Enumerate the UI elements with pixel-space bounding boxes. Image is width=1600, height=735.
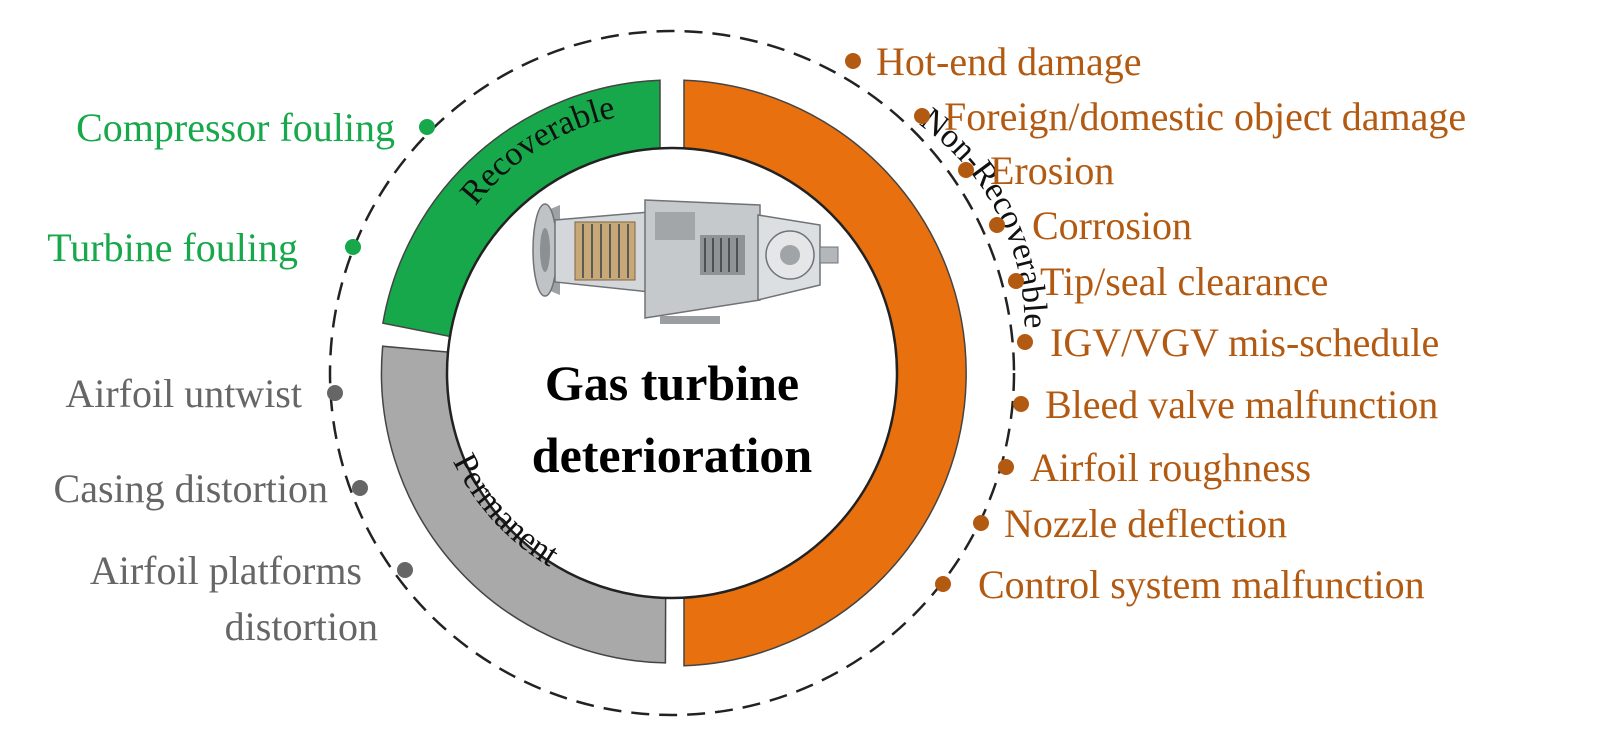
center-title-line1: Gas turbine [545, 355, 799, 411]
item-label: Casing distortion [54, 466, 328, 511]
item-dot [1013, 396, 1029, 412]
item-label: Foreign/domestic object damage [944, 94, 1466, 139]
item-dot [958, 162, 974, 178]
item-dot [397, 562, 413, 578]
item-dot [419, 119, 435, 135]
outer-dashed-ring [328, 29, 1016, 717]
item-label-line2: distortion [225, 604, 378, 649]
recoverable-items: Compressor fouling Turbine fouling [47, 105, 435, 270]
item-label: Airfoil untwist [65, 371, 302, 416]
item-dot [845, 53, 861, 69]
item-label: IGV/VGV mis-schedule [1050, 320, 1439, 365]
item-label: Compressor fouling [76, 105, 395, 150]
item-dot [973, 515, 989, 531]
non-recoverable-items: Hot-end damage Foreign/domestic object d… [845, 39, 1466, 607]
item-dot [989, 217, 1005, 233]
item-dot [1008, 273, 1024, 289]
item-dot [345, 239, 361, 255]
item-label: Nozzle deflection [1004, 501, 1287, 546]
center-title-line2: deterioration [532, 427, 813, 483]
item-label: Turbine fouling [47, 225, 298, 270]
item-dot [998, 459, 1014, 475]
item-dot [327, 385, 343, 401]
item-label: Control system malfunction [978, 562, 1425, 607]
item-dot [352, 480, 368, 496]
item-dot [935, 576, 951, 592]
item-label: Airfoil roughness [1030, 445, 1311, 490]
item-dot [1017, 334, 1033, 350]
item-label: Tip/seal clearance [1040, 259, 1328, 304]
gas-turbine-cutaway-icon [532, 199, 839, 324]
item-label: Bleed valve malfunction [1045, 382, 1438, 427]
item-label: Hot-end damage [876, 39, 1141, 84]
item-label: Corrosion [1032, 203, 1192, 248]
item-label-line1: Airfoil platforms [90, 548, 362, 593]
permanent-items: Airfoil untwist Casing distortion Airfoi… [54, 371, 413, 649]
item-label: Erosion [990, 148, 1114, 193]
item-dot [914, 108, 930, 124]
